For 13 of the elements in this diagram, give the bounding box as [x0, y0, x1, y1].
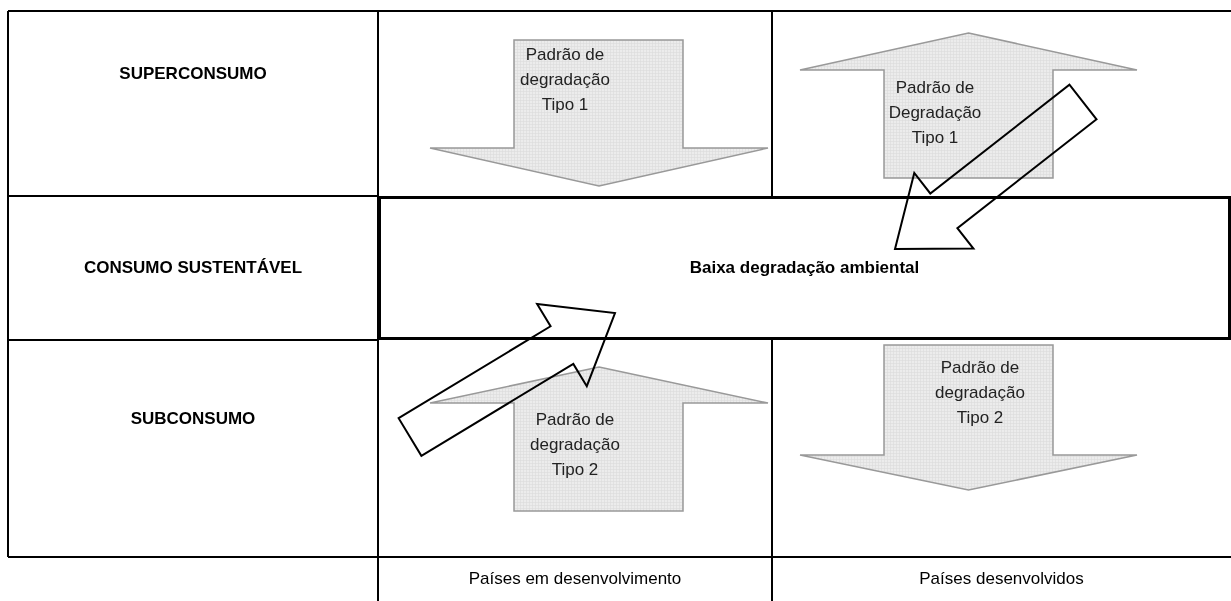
arrow-label: Padrão de Degradação Tipo 1: [887, 77, 983, 149]
row-header: SUBCONSUMO: [130, 408, 256, 429]
hollow-arrow: [893, 83, 1098, 250]
row-header: CONSUMO SUSTENTÁVEL: [83, 258, 303, 278]
highlight-band: [378, 196, 1231, 340]
arrow-label: Padrão de degradação Tipo 1: [519, 44, 611, 116]
row-header: SUPERCONSUMO: [119, 63, 267, 84]
column-header: Países em desenvolvimento: [468, 569, 682, 589]
arrow-label: Padrão de degradação Tipo 2: [934, 357, 1026, 429]
arrow-label: Padrão de degradação Tipo 2: [529, 409, 621, 481]
band-label: Baixa degradação ambiental: [689, 258, 920, 278]
hollow-arrow: [397, 302, 617, 458]
column-header: Países desenvolvidos: [919, 569, 1084, 589]
